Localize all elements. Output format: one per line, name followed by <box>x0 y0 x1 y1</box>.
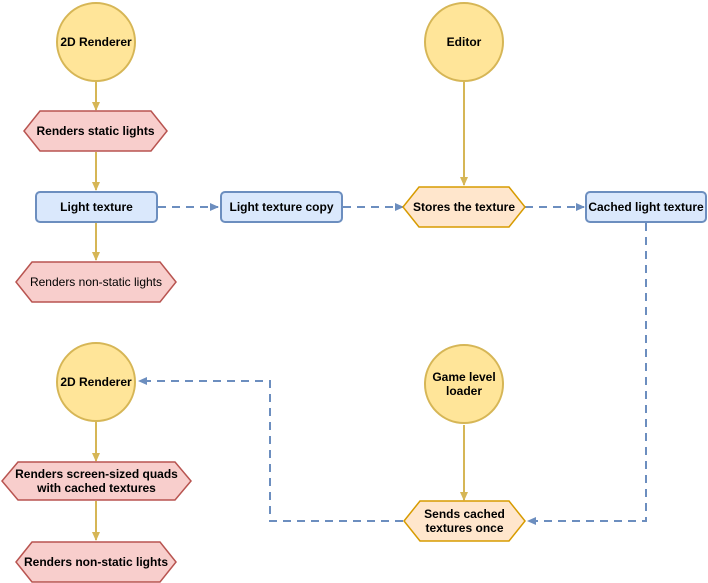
node-renders-non-static-top <box>15 261 177 303</box>
node-renders-non-static-bottom <box>15 541 177 583</box>
node-renders-screen-quads <box>1 461 192 501</box>
node-game-level-loader <box>424 344 504 424</box>
edge-cached-to-sends <box>527 223 647 525</box>
node-stores-texture <box>402 186 526 228</box>
node-2d-renderer-bottom <box>56 342 136 422</box>
node-editor <box>424 2 504 82</box>
node-2d-renderer-top <box>56 2 136 82</box>
node-sends-cached <box>403 500 526 542</box>
node-light-texture-copy <box>220 191 343 223</box>
node-cached-light-texture <box>585 191 707 223</box>
node-renders-static-lights <box>23 110 168 152</box>
edge-sends-to-renderer2 <box>138 377 403 522</box>
node-light-texture <box>35 191 158 223</box>
